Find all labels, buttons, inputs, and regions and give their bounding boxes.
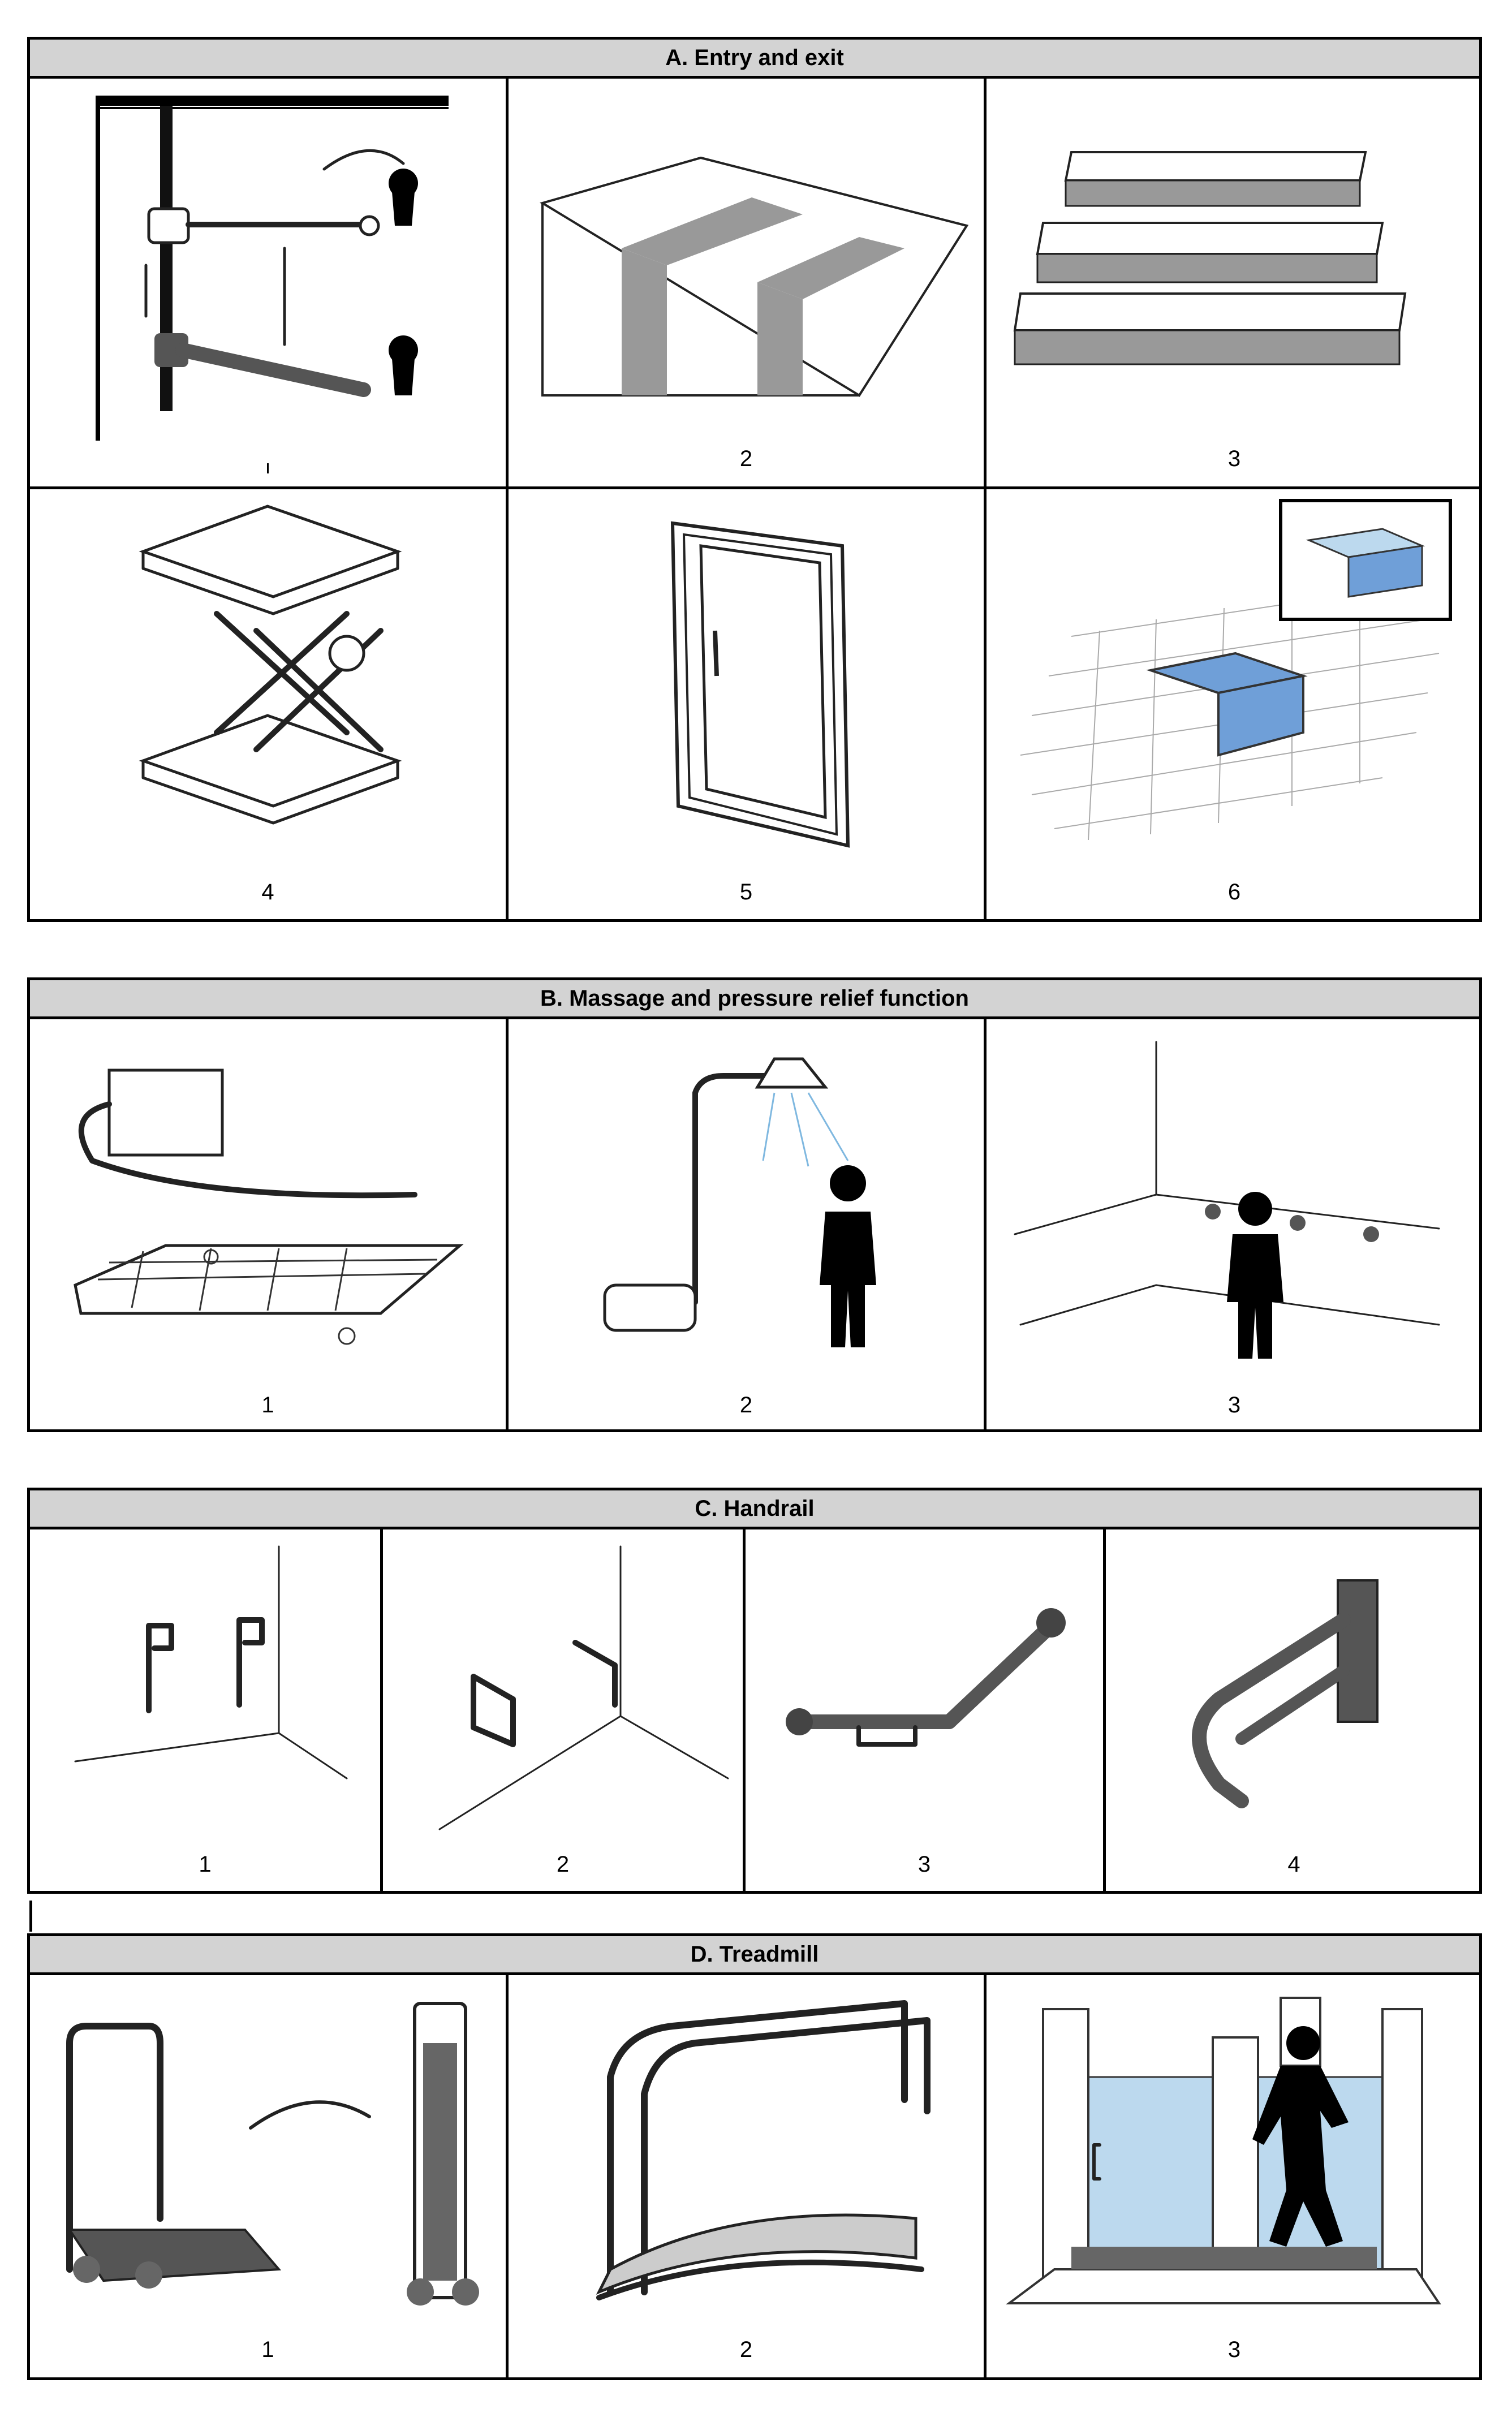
underwater-treadmill-tank-icon	[987, 1975, 1482, 2337]
panel-c4: 4	[1106, 1529, 1482, 1894]
panel-number: 2	[383, 1852, 743, 1877]
panel-number: 3	[987, 1393, 1482, 1418]
panel-number: 4	[30, 880, 506, 905]
foldable-treadmill-icon	[30, 1975, 506, 2337]
door-icon	[509, 489, 984, 880]
panel-d2: 2	[509, 1975, 984, 2380]
curved-treadmill-icon	[509, 1975, 984, 2337]
panel-d3: 3	[987, 1975, 1482, 2380]
panel-number: 1	[30, 1852, 380, 1877]
panel-b2: 2	[509, 1019, 984, 1432]
panel-a1	[30, 79, 506, 486]
section-title: D. Treadmill	[30, 1936, 1479, 1975]
panel-b3: 3	[987, 1019, 1482, 1432]
panel-a5: 5	[509, 489, 984, 922]
panel-number: 3	[987, 446, 1482, 472]
panel-number: 2	[509, 2337, 984, 2363]
panel-a6: 6	[987, 489, 1482, 922]
wall-jets-icon	[987, 1019, 1482, 1393]
panel-d1: 1	[30, 1975, 506, 2380]
panel-number: 6	[987, 880, 1482, 905]
bubble-massage-mat-icon	[30, 1019, 506, 1393]
angled-grab-bar-icon	[746, 1529, 1103, 1852]
panel-number: 1	[30, 1393, 506, 1418]
section-entry-exit: A. Entry and exit	[27, 37, 1482, 922]
section-handrail: C. Handrail 1 2 3	[27, 1488, 1482, 1894]
panel-c2: 2	[383, 1529, 743, 1894]
panel-number: 3	[746, 1852, 1103, 1877]
panel-number: 4	[1106, 1852, 1482, 1877]
panel-number: 1	[30, 2337, 506, 2363]
section-treadmill: D. Treadmill 1 2	[27, 1933, 1482, 2380]
panel-a2: 2	[509, 79, 984, 486]
scissor-lift-platform-icon	[30, 489, 506, 880]
panel-number: 2	[509, 1393, 984, 1418]
stairs-icon	[987, 79, 1482, 446]
wall-grab-bars-icon	[30, 1529, 380, 1852]
panel-a4: 4	[30, 489, 506, 922]
panel-a3: 3	[987, 79, 1482, 486]
panel-c1: 1	[30, 1529, 380, 1894]
overhead-shower-icon	[509, 1019, 984, 1393]
floor-pit-pool-icon	[987, 489, 1482, 880]
panel-b1: 1	[30, 1019, 506, 1432]
panel-number: 2	[509, 446, 984, 472]
panel-number: 5	[509, 880, 984, 905]
corner-grab-bars-icon	[383, 1529, 743, 1852]
ramp-icon	[509, 79, 984, 446]
foldable-grab-bar-icon	[1106, 1529, 1482, 1852]
pool-lift-arm-icon	[30, 79, 506, 446]
section-title: C. Handrail	[30, 1490, 1479, 1529]
section-massage-pressure-relief: B. Massage and pressure relief function …	[27, 977, 1482, 1432]
section-title: A. Entry and exit	[30, 40, 1479, 79]
panel-number: 3	[987, 2337, 1482, 2363]
panel-c3: 3	[746, 1529, 1103, 1894]
section-title: B. Massage and pressure relief function	[30, 980, 1479, 1019]
